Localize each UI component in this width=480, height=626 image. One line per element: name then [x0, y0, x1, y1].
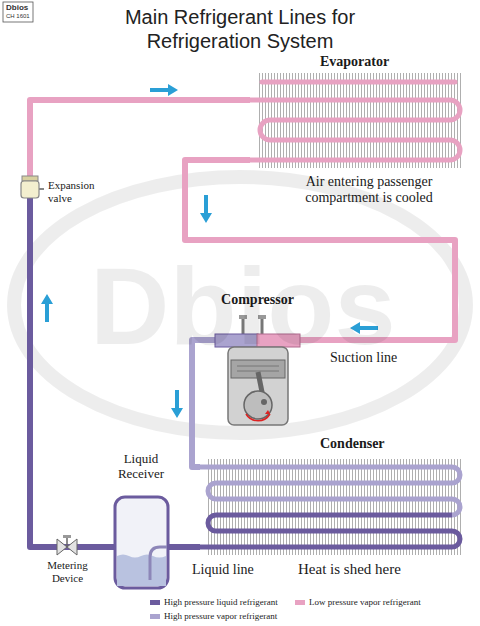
diagram-title: Main Refrigerant Lines for Refrigeration…	[80, 5, 400, 53]
refrigerant-line	[30, 214, 40, 547]
logo-box	[3, 2, 33, 22]
refrigerant-line	[182, 544, 200, 550]
legend-swatch	[295, 600, 305, 605]
legend-swatch	[150, 614, 160, 619]
node-label: Liquid Receiver	[100, 452, 182, 482]
note-text: Air entering passenger compartment is co…	[290, 174, 448, 206]
liquid-receiver: Liquid Receiver	[100, 452, 182, 592]
line-label: Liquid line	[192, 562, 254, 578]
metering-valve-symbol	[40, 535, 95, 555]
receiver-tank	[100, 497, 182, 588]
node-label: Metering Device	[40, 559, 95, 584]
evaporator-coil-box: Evaporator	[250, 52, 465, 170]
evaporator-coil	[250, 73, 462, 168]
expansion-valve-symbol	[21, 172, 44, 214]
node-label: Condenser	[320, 436, 460, 452]
legend-text: Low pressure vapor refrigerant	[309, 597, 421, 607]
logo-code: CH 1601	[6, 13, 30, 20]
note-text: Heat is shed here	[298, 561, 401, 578]
condenser-coil	[200, 459, 462, 555]
logo-text: Dbios	[6, 3, 28, 12]
refrigerant-line	[95, 544, 100, 550]
node-label: Evaporator	[320, 54, 460, 70]
legend-text: High pressure vapor refrigerant	[164, 611, 277, 621]
line-label: Suction line	[330, 350, 397, 366]
watermark-oval	[14, 177, 466, 433]
node-label: Expansion valve	[48, 179, 120, 204]
legend-entry: High pressure liquid refrigerant	[150, 598, 278, 608]
legend-text: High pressure liquid refrigerant	[164, 597, 278, 607]
metering-device: Metering Device	[40, 537, 95, 587]
legend-entry: High pressure vapor refrigerant	[150, 612, 277, 622]
legend-entry: Low pressure vapor refrigerant	[295, 598, 421, 608]
condenser-coil-box: Condenser	[200, 435, 465, 557]
legend-swatch	[150, 600, 160, 605]
expansion-valve: Expansion valve	[14, 172, 124, 214]
